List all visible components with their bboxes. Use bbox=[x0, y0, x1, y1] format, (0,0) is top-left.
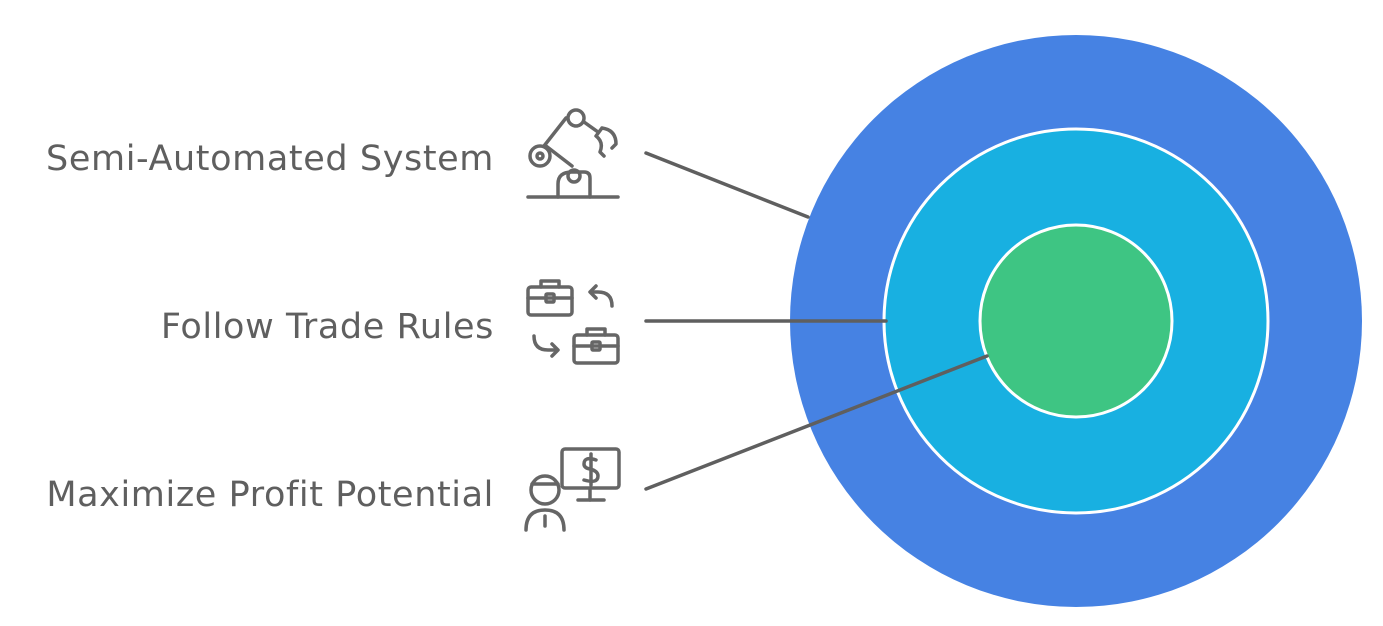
rings bbox=[790, 35, 1362, 607]
connector-semi-automated bbox=[644, 151, 810, 219]
inner-ring bbox=[978, 223, 1174, 419]
label-semi-automated-system: Semi-Automated System bbox=[46, 139, 494, 179]
label-maximize-profit-potential: Maximize Profit Potential bbox=[46, 475, 494, 515]
investor-monitor-dollar-icon bbox=[524, 447, 621, 532]
connectors bbox=[644, 151, 989, 491]
robot-arm-icon bbox=[526, 108, 620, 199]
label-follow-trade-rules: Follow Trade Rules bbox=[161, 307, 494, 347]
connector-maximize-profit bbox=[644, 354, 989, 491]
labels: Semi-Automated System Follow Trade Rules… bbox=[46, 139, 494, 515]
briefcase-exchange-icon bbox=[526, 279, 620, 365]
